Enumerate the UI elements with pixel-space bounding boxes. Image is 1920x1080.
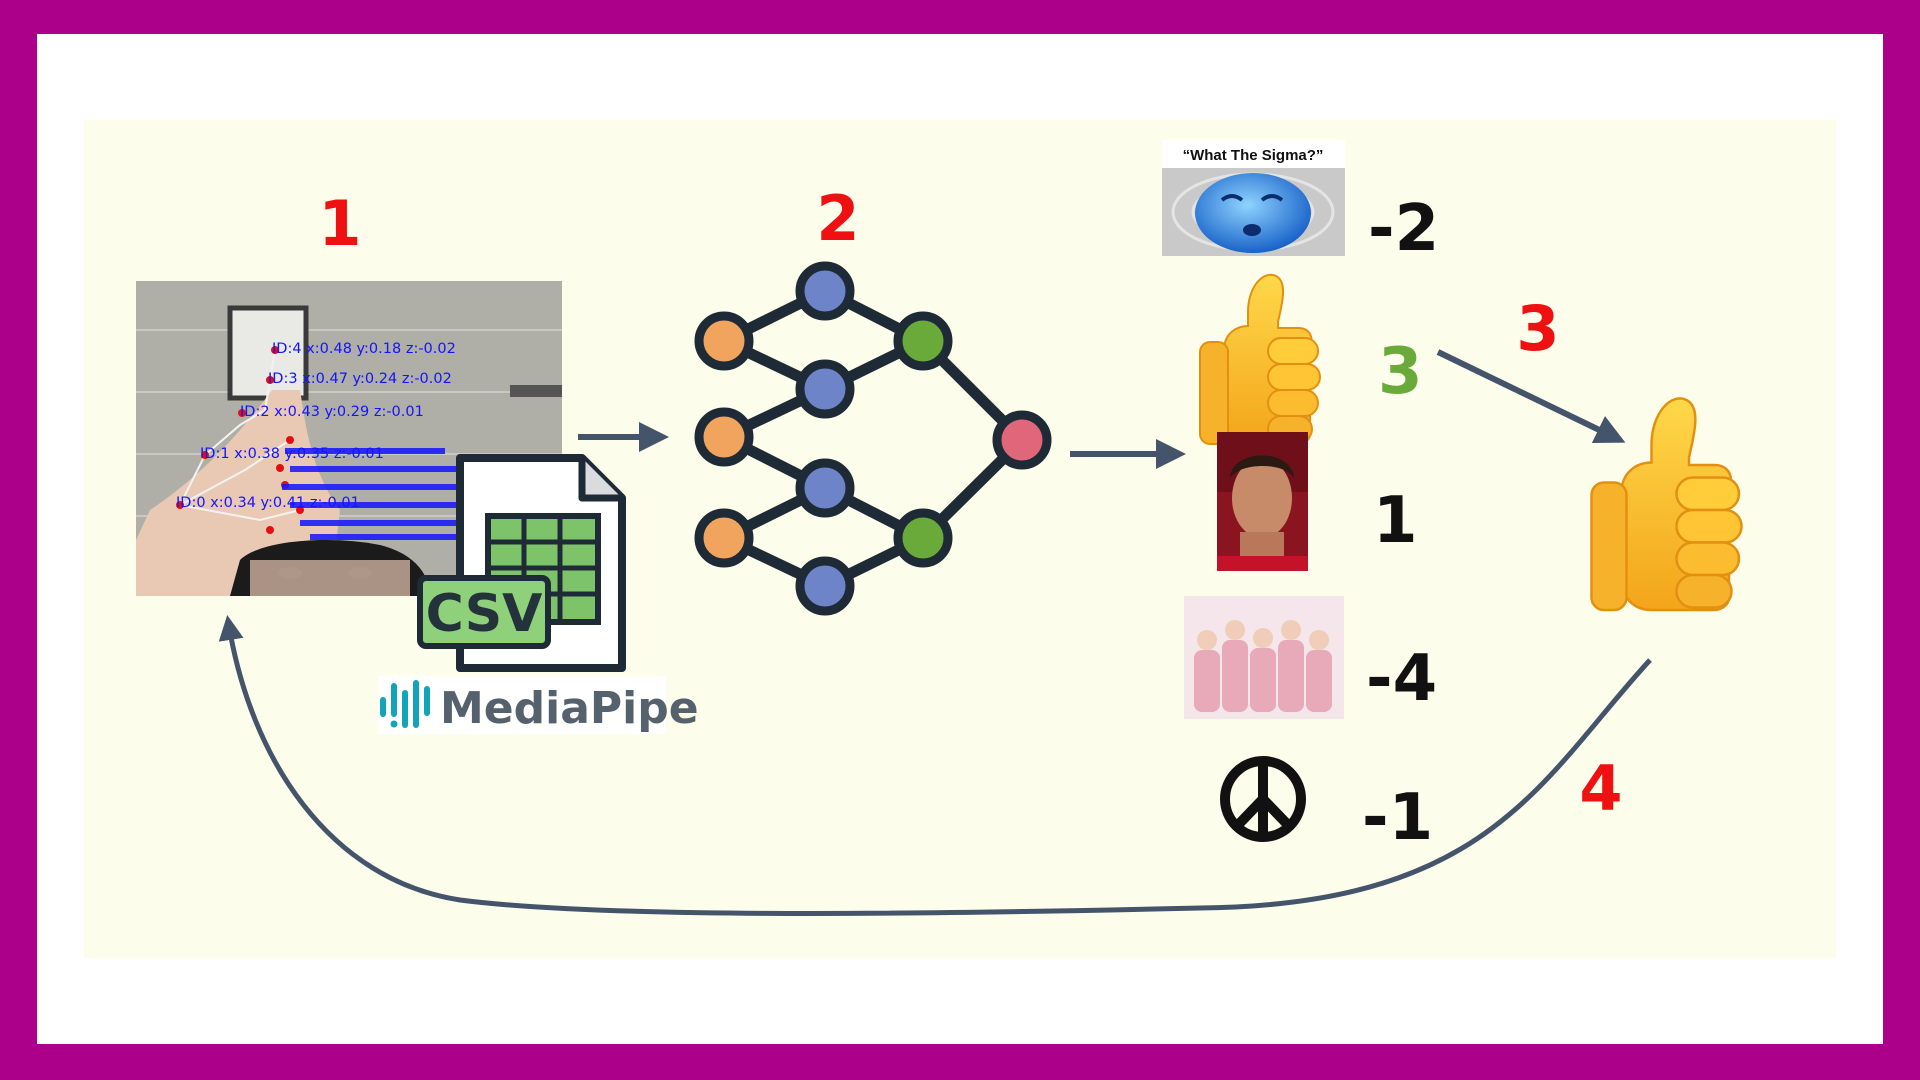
csv-label: CSV bbox=[426, 584, 543, 644]
portrait-icon bbox=[1232, 458, 1292, 538]
score-portrait: 1 bbox=[1373, 484, 1418, 558]
neural-network-icon bbox=[694, 261, 1052, 616]
result-thumbs-up-icon bbox=[1590, 397, 1743, 612]
webcam-frame: ID:4 x:0.48 y:0.18 z:-0.02 ID:3 x:0.47 y… bbox=[136, 281, 562, 596]
landmark-label-2: ID:2 x:0.43 y:0.29 z:-0.01 bbox=[240, 404, 424, 420]
csv-file-icon: CSV bbox=[417, 454, 626, 672]
meme-face-icon bbox=[1195, 173, 1311, 253]
arrow-to-result bbox=[1436, 349, 1626, 444]
score-thumbs-up: 3 bbox=[1378, 335, 1423, 409]
thumbs-up-icon bbox=[1199, 273, 1321, 445]
landmark-label-3: ID:3 x:0.47 y:0.24 z:-0.02 bbox=[268, 371, 452, 387]
mediapipe-logo: MediaPipe bbox=[378, 676, 699, 734]
meme-caption: “What The Sigma?” bbox=[1183, 147, 1324, 164]
landmark-label-4: ID:4 x:0.48 y:0.18 z:-0.02 bbox=[272, 341, 456, 357]
class-option-portrait bbox=[1217, 432, 1308, 571]
class-option-group bbox=[1184, 596, 1344, 719]
mediapipe-label: MediaPipe bbox=[440, 683, 699, 734]
group-photo-icon bbox=[1194, 620, 1332, 712]
landmark-overlap-clutter bbox=[282, 448, 460, 540]
step-number-3: 3 bbox=[1516, 292, 1559, 365]
class-option-meme: “What The Sigma?” bbox=[1162, 140, 1345, 256]
score-peace: -1 bbox=[1362, 781, 1433, 855]
feedback-loop-arrow bbox=[218, 615, 1652, 916]
step-number-4: 4 bbox=[1579, 752, 1622, 825]
step-number-2: 2 bbox=[816, 182, 859, 255]
score-group: -4 bbox=[1366, 642, 1437, 716]
score-meme: -2 bbox=[1368, 192, 1439, 266]
peace-sign-icon bbox=[1220, 756, 1306, 842]
step-number-1: 1 bbox=[318, 187, 361, 260]
